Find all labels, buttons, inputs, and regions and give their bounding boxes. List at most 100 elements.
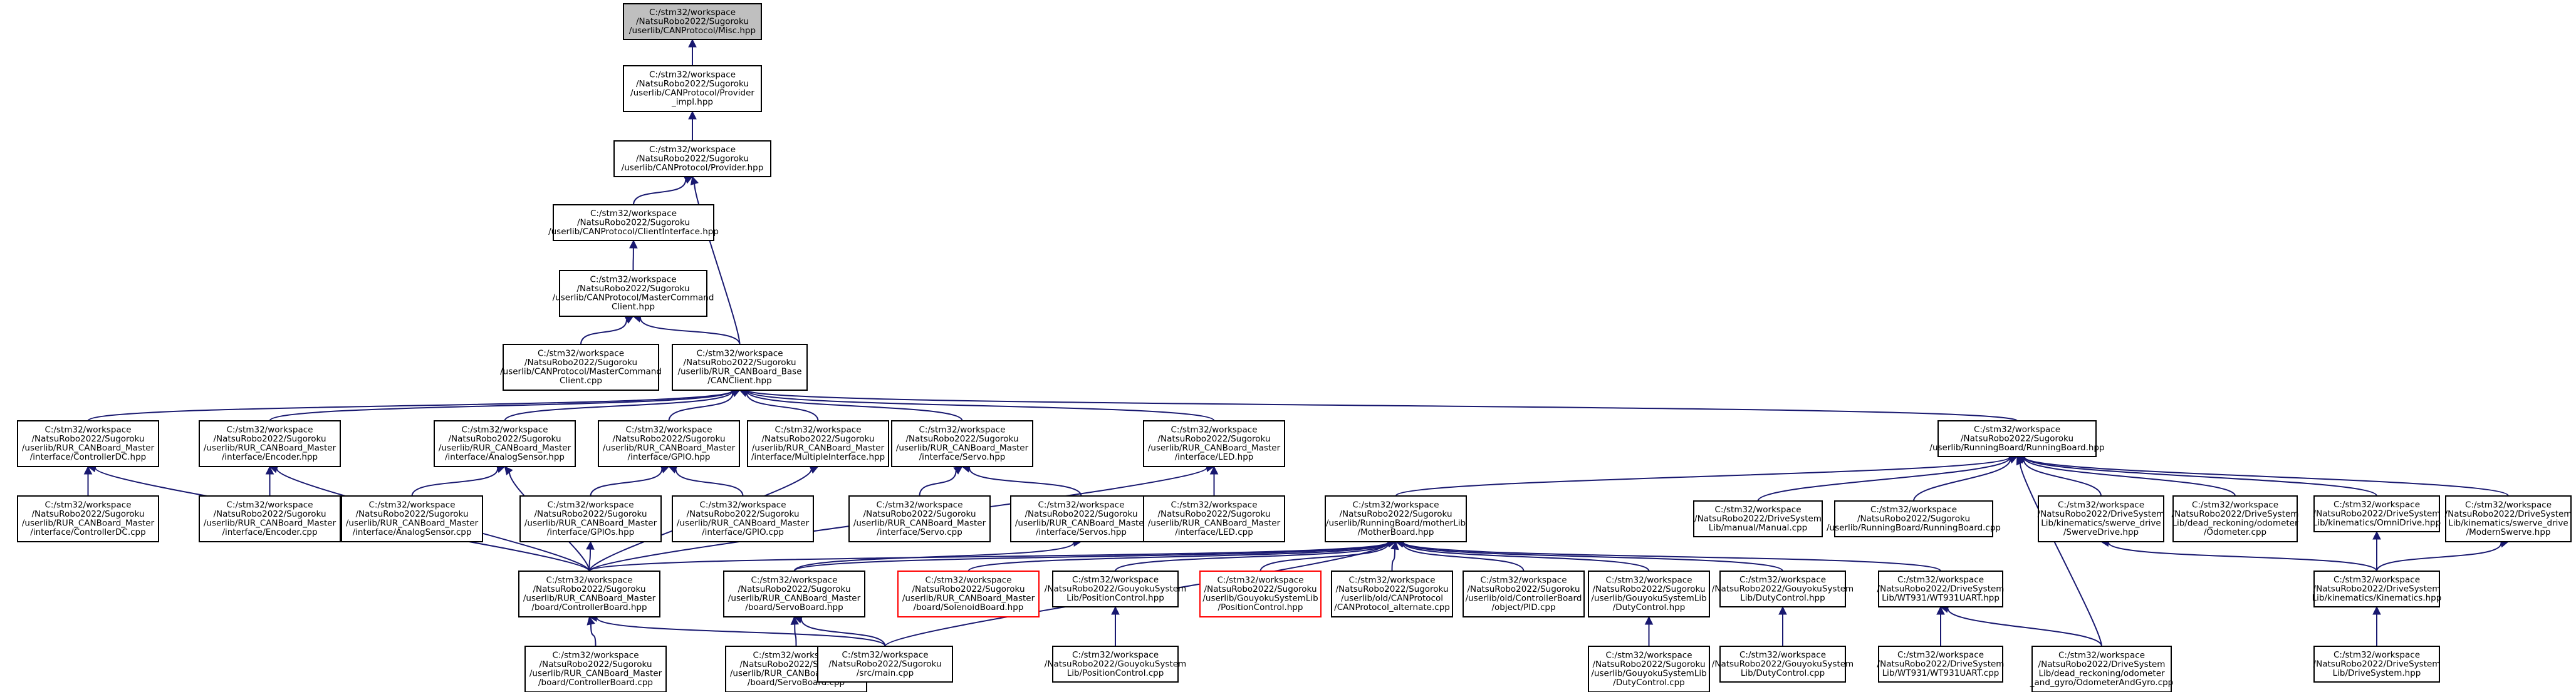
node-label-line: /userlib/old/ControllerBoard: [1466, 594, 1582, 604]
file-node-omnidrive-hpp[interactable]: C:/stm32/workspace/NatsuRobo2022/DriveSy…: [2313, 495, 2441, 532]
edge-line: [588, 541, 1389, 572]
file-node-servoboard-hpp[interactable]: C:/stm32/workspace/NatsuRobo2022/Sugorok…: [723, 571, 865, 617]
file-node-controllerdc-cpp[interactable]: C:/stm32/workspace/NatsuRobo2022/Sugorok…: [17, 495, 159, 542]
file-node-modernswerve-hpp[interactable]: C:/stm32/workspace/NatsuRobo2022/DriveSy…: [2445, 495, 2572, 542]
dependency-edge: [739, 389, 819, 421]
file-node-provider[interactable]: C:/stm32/workspace/NatsuRobo2022/Sugorok…: [613, 140, 771, 177]
node-label-line: Client.hpp: [612, 302, 655, 312]
file-node-swervedrive-hpp[interactable]: C:/stm32/workspace/NatsuRobo2022/DriveSy…: [2038, 495, 2165, 542]
node-label-line: Lib/PositionControl.hpp: [1066, 593, 1164, 603]
file-node-main-cpp[interactable]: C:/stm32/workspace/NatsuRobo2022/Sugorok…: [817, 646, 953, 683]
edge-line: [269, 390, 733, 421]
node-label-line: Lib/kinematics/swerve_drive: [2041, 519, 2161, 529]
file-node-controllerdc-hpp[interactable]: C:/stm32/workspace/NatsuRobo2022/Sugorok…: [17, 420, 159, 467]
file-node-gpios-hpp[interactable]: C:/stm32/workspace/NatsuRobo2022/Sugorok…: [519, 495, 662, 542]
file-node-gpio-cpp[interactable]: C:/stm32/workspace/NatsuRobo2022/Sugorok…: [672, 495, 814, 542]
file-node-controllerboard-hpp[interactable]: C:/stm32/workspace/NatsuRobo2022/Sugorok…: [518, 571, 660, 617]
file-node-controllerboard-cpp[interactable]: C:/stm32/workspace/NatsuRobo2022/Sugorok…: [524, 646, 667, 692]
file-node-odometer-cpp[interactable]: C:/stm32/workspace/NatsuRobo2022/DriveSy…: [2172, 495, 2299, 542]
node-label-line: /CANProtocol_alternate.cpp: [1334, 602, 1450, 612]
node-label-line: C:/stm32/workspace: [2334, 650, 2420, 660]
edge-line: [2019, 463, 2102, 647]
node-label-line: /NatsuRobo2022/Sugoroku: [636, 16, 749, 26]
file-node-analogsensor-cpp[interactable]: C:/stm32/workspace/NatsuRobo2022/Sugorok…: [341, 495, 483, 542]
node-label-line: /interface/GPIO.hpp: [628, 452, 711, 462]
file-node-runningboard-cpp[interactable]: C:/stm32/workspace/NatsuRobo2022/Sugorok…: [1827, 500, 2001, 537]
node-label-line: C:/stm32/workspace: [2058, 500, 2144, 510]
node-label-line: /interface/LED.cpp: [1175, 527, 1253, 537]
file-node-servos-hpp[interactable]: C:/stm32/workspace/NatsuRobo2022/Sugorok…: [1010, 495, 1152, 542]
file-node-encoder-hpp[interactable]: C:/stm32/workspace/NatsuRobo2022/Sugorok…: [199, 420, 341, 467]
nodes-layer: C:/stm32/workspace/NatsuRobo2022/Sugorok…: [17, 3, 2572, 692]
node-label-line: Lib/WT931/WT931UART.hpp: [1882, 593, 2000, 603]
node-label-line: /NatsuRobo2022/GouyokuSystem: [1712, 584, 1854, 594]
file-node-dutycontrol-cpp-sugo[interactable]: C:/stm32/workspace/NatsuRobo2022/Sugorok…: [1588, 646, 1710, 692]
file-node-mastercmd-hpp[interactable]: C:/stm32/workspace/NatsuRobo2022/Sugorok…: [553, 270, 714, 317]
node-label-line: /interface/Servo.cpp: [877, 527, 962, 537]
file-node-servo-hpp[interactable]: C:/stm32/workspace/NatsuRobo2022/Sugorok…: [891, 420, 1033, 467]
node-label-line: C:/stm32/workspace: [1481, 576, 1567, 586]
node-label-line: /NatsuRobo2022/Sugoroku: [1158, 434, 1271, 444]
file-node-servo-cpp[interactable]: C:/stm32/workspace/NatsuRobo2022/Sugorok…: [848, 495, 991, 542]
file-node-kinematics-hpp[interactable]: C:/stm32/workspace/NatsuRobo2022/DriveSy…: [2312, 571, 2442, 607]
file-node-dutycontrol-hpp-sugo[interactable]: C:/stm32/workspace/NatsuRobo2022/Sugorok…: [1588, 571, 1710, 617]
node-label-line: /userlib/old/CANProtocol: [1341, 594, 1443, 604]
node-box: [199, 420, 341, 467]
file-node-provider-impl[interactable]: C:/stm32/workspace/NatsuRobo2022/Sugorok…: [623, 65, 762, 112]
file-node-odometerandgyro-cpp[interactable]: C:/stm32/workspace/NatsuRobo2022/DriveSy…: [2030, 646, 2174, 692]
file-node-multiple-hpp[interactable]: C:/stm32/workspace/NatsuRobo2022/Sugorok…: [747, 420, 889, 467]
file-node-canclient[interactable]: C:/stm32/workspace/NatsuRobo2022/Sugorok…: [672, 344, 808, 391]
node-box: [623, 65, 762, 112]
file-node-motherboard-hpp[interactable]: C:/stm32/workspace/NatsuRobo2022/Sugorok…: [1325, 495, 1467, 542]
file-node-wt931uart-cpp[interactable]: C:/stm32/workspace/NatsuRobo2022/DriveSy…: [1877, 646, 2005, 683]
node-box: [1143, 495, 1285, 542]
node-label-line: Lib/DutyControl.hpp: [1740, 593, 1825, 603]
file-node-gpio-hpp[interactable]: C:/stm32/workspace/NatsuRobo2022/Sugorok…: [598, 420, 740, 467]
file-node-pid-cpp[interactable]: C:/stm32/workspace/NatsuRobo2022/Sugorok…: [1463, 571, 1585, 617]
edge-line: [1115, 542, 1389, 572]
node-label-line: /userlib/GouyokuSystemLib: [1591, 669, 1706, 679]
node-label-line: /NatsuRobo2022/Sugoroku: [1593, 659, 1706, 669]
dependency-edge: [668, 465, 744, 497]
file-node-positioncontrol-hpp[interactable]: C:/stm32/workspace/NatsuRobo2022/Gouyoku…: [1045, 571, 1186, 607]
node-box: [672, 344, 808, 391]
node-label-line: /board/ControllerBoard.hpp: [531, 602, 647, 612]
file-node-solenoidboard-hpp[interactable]: C:/stm32/workspace/NatsuRobo2022/Sugorok…: [897, 571, 1040, 617]
node-label-line: /NatsuRobo2022/Sugoroku: [32, 434, 145, 444]
node-label-line: /userlib/CANProtocol/MasterCommand: [553, 293, 714, 303]
file-node-drivesystem-hpp[interactable]: C:/stm32/workspace/NatsuRobo2022/DriveSy…: [2313, 646, 2441, 683]
edge-line: [746, 390, 1215, 421]
file-node-wt931uart-hpp[interactable]: C:/stm32/workspace/NatsuRobo2022/DriveSy…: [1877, 571, 2005, 607]
edge-line: [1947, 608, 2102, 647]
file-node-encoder-cpp[interactable]: C:/stm32/workspace/NatsuRobo2022/Sugorok…: [199, 495, 341, 542]
file-node-positioncontrol-hpp-missing[interactable]: C:/stm32/workspace/NatsuRobo2022/Sugorok…: [1199, 571, 1322, 617]
file-node-canprotocol-alternate[interactable]: C:/stm32/workspace/NatsuRobo2022/Sugorok…: [1331, 571, 1453, 617]
file-node-mastercmd-cpp[interactable]: C:/stm32/workspace/NatsuRobo2022/Sugorok…: [500, 344, 662, 391]
file-node-positioncontrol-cpp[interactable]: C:/stm32/workspace/NatsuRobo2022/Gouyoku…: [1045, 646, 1186, 683]
file-node-led-cpp[interactable]: C:/stm32/workspace/NatsuRobo2022/Sugorok…: [1143, 495, 1285, 542]
edge-line: [580, 319, 627, 345]
file-node-manual-cpp[interactable]: C:/stm32/workspace/NatsuRobo2022/DriveSy…: [1693, 500, 1823, 537]
edge-line: [640, 318, 741, 345]
file-node-misc[interactable]: C:/stm32/workspace/NatsuRobo2022/Sugorok…: [623, 3, 762, 40]
node-label-line: /NatsuRobo2022/DriveSystem: [2313, 584, 2441, 594]
node-label-line: /userlib/RUR_CANBoard_Master: [752, 443, 885, 453]
node-label-line: C:/stm32/workspace: [1739, 575, 1826, 585]
node-label-line: /NatsuRobo2022/Sugoroku: [738, 584, 851, 594]
file-node-led-hpp[interactable]: C:/stm32/workspace/NatsuRobo2022/Sugorok…: [1143, 420, 1285, 467]
file-node-dutycontrol-hpp[interactable]: C:/stm32/workspace/NatsuRobo2022/Gouyoku…: [1712, 571, 1854, 607]
file-node-dutycontrol-cpp[interactable]: C:/stm32/workspace/NatsuRobo2022/Gouyoku…: [1712, 646, 1854, 683]
file-node-analogsensor-hpp[interactable]: C:/stm32/workspace/NatsuRobo2022/Sugorok…: [434, 420, 576, 467]
file-node-clientinterface[interactable]: C:/stm32/workspace/NatsuRobo2022/Sugorok…: [548, 204, 719, 241]
file-node-runningboard-hpp[interactable]: C:/stm32/workspace/NatsuRobo2022/Sugorok…: [1929, 420, 2105, 457]
node-label-line: /userlib/RUR_CANBoard_Master: [204, 443, 336, 453]
node-label-line: /userlib/RUR_CANBoard_Master: [523, 594, 656, 604]
node-label-line: /userlib/RUR_CANBoard_Master: [1148, 443, 1281, 453]
node-box: [2172, 495, 2298, 542]
node-box: [598, 420, 740, 467]
edge-arrowhead: [2372, 606, 2381, 615]
node-label-line: /NatsuRobo2022/Sugoroku: [577, 217, 690, 227]
edge-line: [1391, 549, 1395, 572]
edge-line: [1402, 543, 1525, 572]
